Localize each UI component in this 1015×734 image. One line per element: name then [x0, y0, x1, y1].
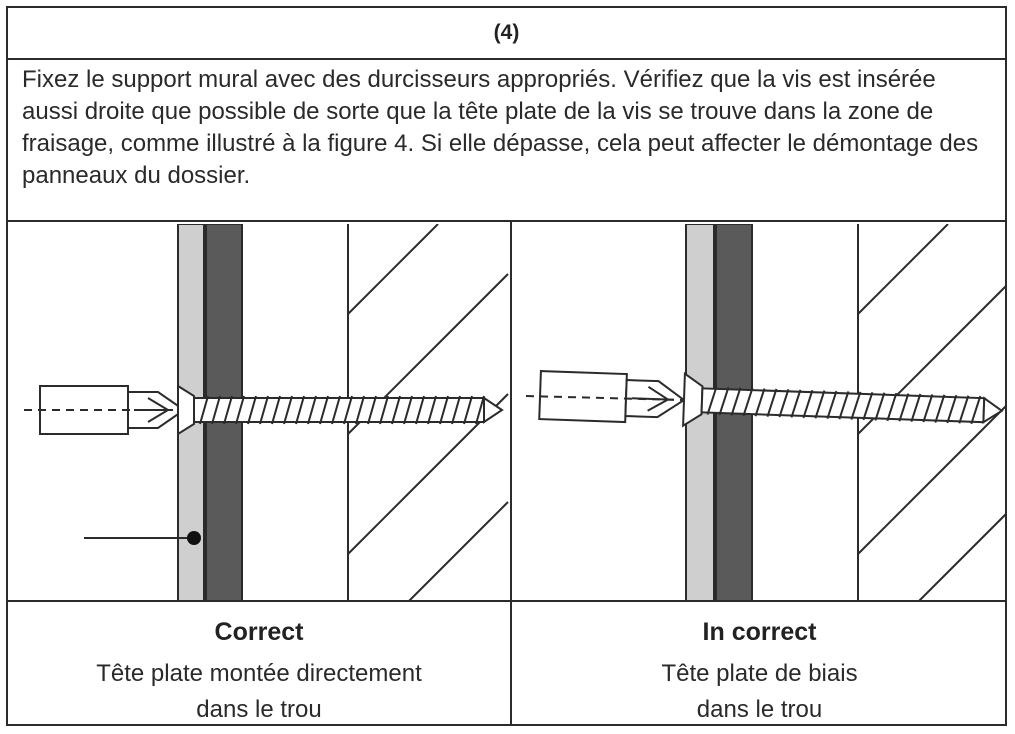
screw-threads [706, 386, 982, 425]
caption-desc-line2: dans le trou [696, 696, 823, 723]
figure-correct [8, 224, 510, 602]
screw-threads [199, 395, 485, 425]
instruction-text: Fixez le support mural avec des durcisse… [22, 66, 979, 189]
caption-title: Correct [214, 618, 304, 646]
step-label: (4) [493, 21, 520, 44]
caption-correct: Correct Tête plate montée directement da… [8, 604, 510, 726]
divider-center [510, 220, 512, 726]
divider-top [8, 58, 1005, 60]
screw-tip [982, 396, 1004, 425]
caption-desc-line1: Tête plate de biais [661, 660, 858, 687]
screw-tilted [682, 371, 1004, 428]
screw-diagram-incorrect [525, 224, 1007, 602]
figure-incorrect [512, 224, 1007, 602]
caption-desc-line1: Tête plate montée directement [96, 660, 422, 687]
axis-line [525, 395, 683, 401]
caption-desc-line2: dans le trou [196, 696, 322, 723]
screw-head [177, 384, 195, 436]
screw-diagram-correct [24, 224, 509, 602]
instruction-frame: (4) Fixez le support mural avec des durc… [6, 6, 1007, 726]
caption-incorrect: In correct Tête plate de biais dans le t… [512, 604, 1007, 726]
divider-instruction [8, 220, 1005, 222]
screw-head [682, 371, 704, 428]
wall-hatching [857, 224, 1007, 602]
divider-captions [8, 600, 1005, 602]
screw-tip [483, 396, 504, 424]
caption-title: In correct [702, 618, 817, 646]
leader-dot [187, 531, 201, 545]
